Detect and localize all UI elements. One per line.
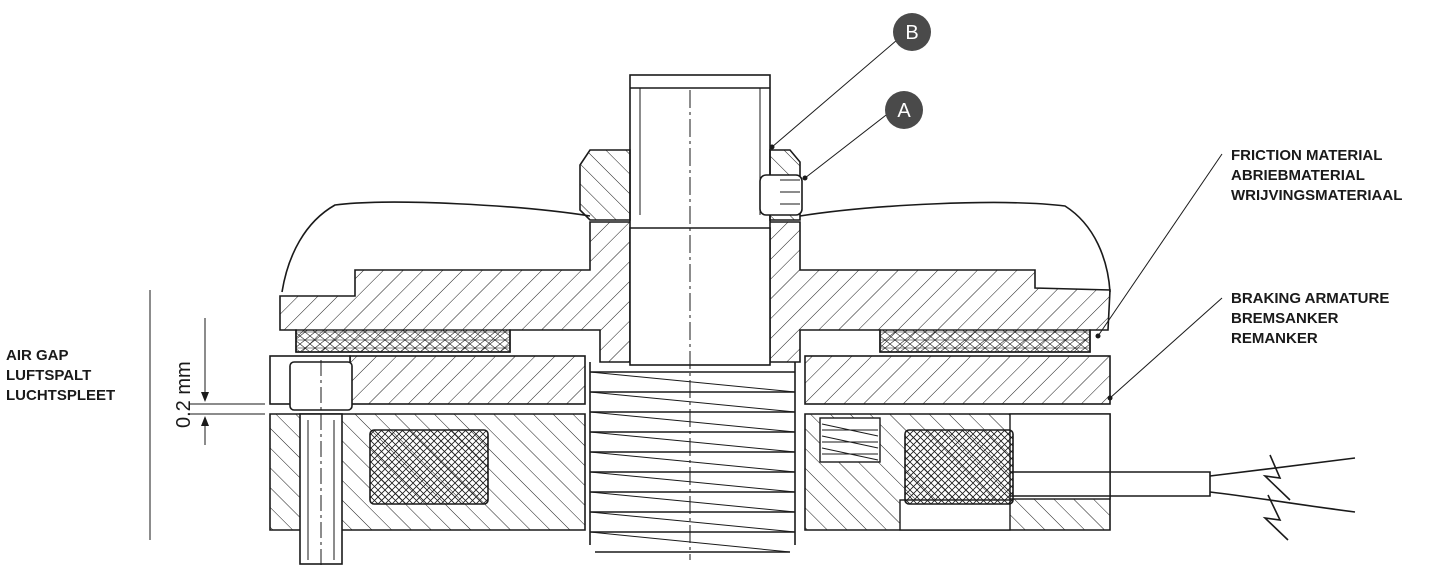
svg-text:LUFTSPALT: LUFTSPALT: [6, 367, 91, 384]
disc-outline: [281, 201, 1111, 293]
airgap-dimension: 0.2 mm: [149, 290, 265, 540]
svg-text:BRAKING ARMATURE: BRAKING ARMATURE: [1231, 290, 1389, 307]
svg-text:AIR GAP: AIR GAP: [6, 347, 69, 364]
svg-text:B: B: [905, 22, 918, 44]
main-spring: [589, 362, 796, 553]
label-friction-material: FRICTION MATERIAL ABRIEBMATERIAL WRIJVIN…: [1231, 147, 1402, 204]
svg-text:ABRIEBMATERIAL: ABRIEBMATERIAL: [1231, 167, 1365, 184]
svg-text:FRICTION MATERIAL: FRICTION MATERIAL: [1231, 147, 1382, 164]
callout-a: A: [885, 91, 923, 129]
label-braking-armature: BRAKING ARMATURE BREMSANKER REMANKER: [1231, 290, 1389, 347]
svg-text:LUCHTSPLEET: LUCHTSPLEET: [6, 387, 115, 404]
airgap-value: 0.2 mm: [173, 361, 195, 428]
small-spring: [819, 417, 881, 463]
leader-lines: [769, 39, 1223, 401]
svg-text:BREMSANKER: BREMSANKER: [1231, 310, 1339, 327]
svg-text:A: A: [897, 100, 911, 122]
callout-b: B: [893, 13, 931, 51]
svg-text:WRIJVINGSMATERIAAL: WRIJVINGSMATERIAAL: [1231, 187, 1402, 204]
friction-material: [295, 329, 1091, 353]
shaft: [629, 74, 771, 560]
fixing-screw: [289, 360, 353, 568]
lock-nut: [579, 149, 803, 221]
coil: [369, 429, 1014, 505]
svg-text:REMANKER: REMANKER: [1231, 330, 1318, 347]
label-air-gap: AIR GAP LUFTSPALT LUCHTSPLEET: [6, 347, 115, 404]
cable: [1010, 454, 1356, 541]
